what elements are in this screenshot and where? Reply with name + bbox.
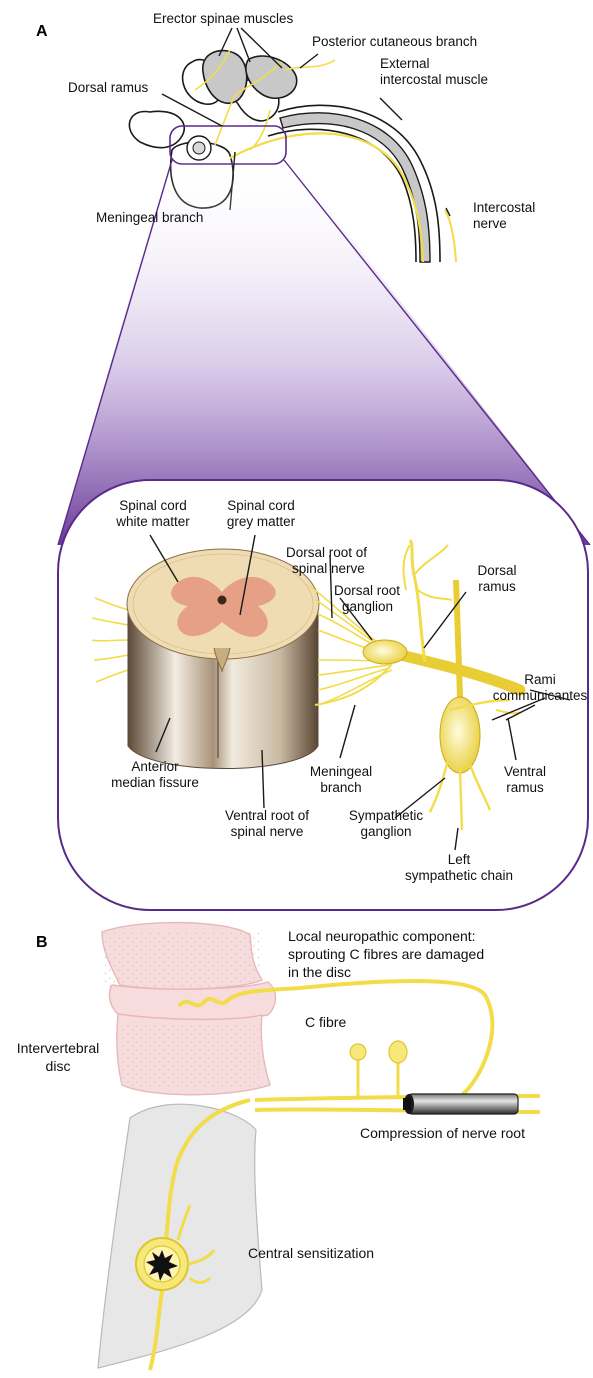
label-external-intercostal-2: intercostal muscle [380,72,488,88]
label-cord-white-2: white matter [98,514,208,530]
label-cord-grey-1: Spinal cord [206,498,316,514]
label-dorsal-ramus-1: Dorsal [462,563,532,579]
label-dorsal-root-1: Dorsal root of [286,545,367,561]
label-ventral-root-1: Ventral root of [212,808,322,824]
label-cord-white-1: Spinal cord [98,498,208,514]
label-dorsal-root-2: spinal nerve [292,561,365,577]
label-ventral-ramus-1: Ventral [490,764,560,780]
label-rami-2: communicantes [490,688,590,704]
label-dorsal-ramus-top: Dorsal ramus [68,80,148,96]
label-erector-spinae: Erector spinae muscles [153,11,293,27]
label-c-fibre: C fibre [305,1014,346,1030]
label-dorsal-ramus-2: ramus [462,579,532,595]
dorsal-root-ganglion [363,640,407,664]
label-drg-2: ganglion [342,599,393,615]
body-outline [129,111,184,147]
label-ventral-ramus-2: ramus [490,780,560,796]
label-local-neuropathic-1: Local neuropathic component: [288,928,476,944]
compression-tube [408,1094,518,1114]
label-anterior-1: Anterior [100,759,210,775]
label-local-neuropathic-2: sprouting C fibres are damaged [288,946,484,962]
label-posterior-cutaneous: Posterior cutaneous branch [312,34,477,50]
panel-label-b: B [36,934,48,952]
label-meningeal-2: branch [296,780,386,796]
label-left-chain-2: sympathetic chain [394,868,524,884]
panel-label-a: A [36,23,48,41]
vertebrae-diagram [98,923,540,1370]
label-rami-1: Rami [490,672,590,688]
label-ventral-root-2: spinal nerve [212,824,322,840]
label-intervertebral-disc-1: Intervertebral [2,1040,114,1056]
label-central-sensitization: Central sensitization [248,1245,374,1261]
label-intercostal-nerve-1: Intercostal [473,200,535,216]
label-anterior-2: median fissure [100,775,210,791]
label-local-neuropathic-3: in the disc [288,964,351,980]
label-sympathetic-ganglion-1: Sympathetic [336,808,436,824]
label-intercostal-nerve-2: nerve [473,216,507,232]
label-cord-grey-2: grey matter [206,514,316,530]
label-left-chain-1: Left [394,852,524,868]
sprout-bulb [389,1041,407,1063]
label-meningeal-1: Meningeal [296,764,386,780]
label-sympathetic-ganglion-2: ganglion [336,824,436,840]
label-intervertebral-disc-2: disc [2,1058,114,1074]
label-compression: Compression of nerve root [360,1125,525,1141]
label-meningeal-branch-top: Meningeal branch [96,210,203,226]
sprout-bulb [350,1044,366,1060]
label-drg-1: Dorsal root [334,583,400,599]
label-external-intercostal-1: External [380,56,430,72]
